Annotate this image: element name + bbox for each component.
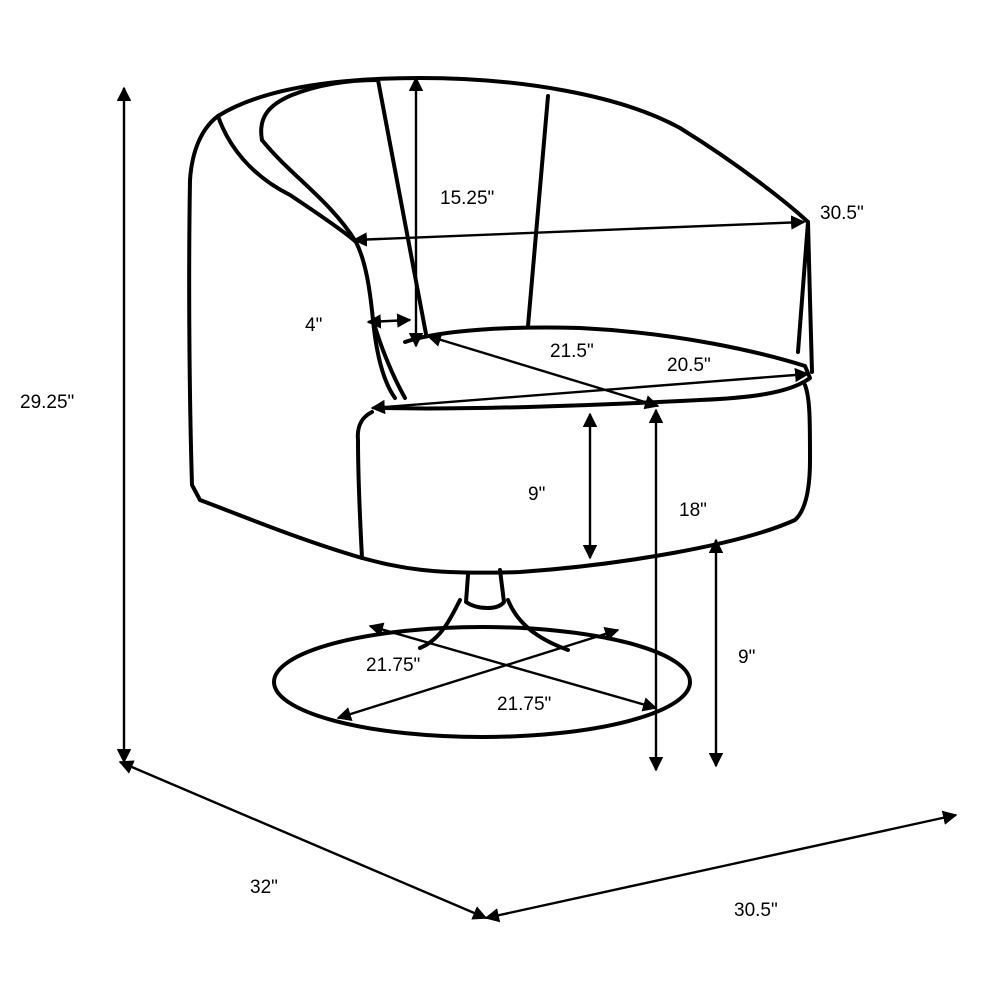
chair-drawing: [187, 76, 814, 739]
pedestal-base: [272, 625, 692, 739]
pedestal-column: [464, 568, 506, 610]
seat-depth-label: 21.5": [550, 341, 594, 362]
back-seam-center: [526, 94, 550, 328]
chair-front-panel: [355, 383, 812, 575]
chair-back-outline: [187, 76, 814, 560]
cushion-height-label: 9": [528, 484, 545, 505]
overall-depth-arrow: [118, 760, 488, 920]
chair-back-inner-panel: [259, 78, 380, 142]
base-diameter-label-b: 21.75": [497, 694, 551, 715]
base-diameter-label-a: 21.75": [366, 655, 420, 676]
dimension-labels: 29.25" 32" 30.5" 15.25" 30.5" 4" 21.5" 2…: [20, 188, 864, 921]
inner-width-arrow: [352, 215, 806, 247]
arm-width-arrow: [366, 313, 412, 329]
inner-width-label: 30.5": [820, 203, 864, 224]
overall-width-label: 30.5": [734, 900, 778, 921]
back-seam-right: [796, 220, 810, 354]
back-height-label: 15.25": [440, 188, 494, 209]
arm-width-label: 4": [305, 315, 322, 336]
seat-height-label: 18": [679, 500, 707, 521]
seat-width-label: 20.5": [667, 355, 711, 376]
overall-depth-label: 32": [250, 877, 278, 898]
overall-height-label: 29.25": [20, 392, 74, 413]
dimension-arrows: [116, 76, 958, 923]
base-diameter-arrow-b: [336, 627, 620, 721]
chair-back-top-edge: [260, 138, 358, 244]
back-seam-left: [376, 78, 428, 336]
overall-width-arrow: [484, 810, 958, 923]
chair-back-inner-rim: [216, 114, 397, 400]
seat-width-arrow: [370, 367, 810, 415]
base-height-label: 9": [738, 647, 755, 668]
